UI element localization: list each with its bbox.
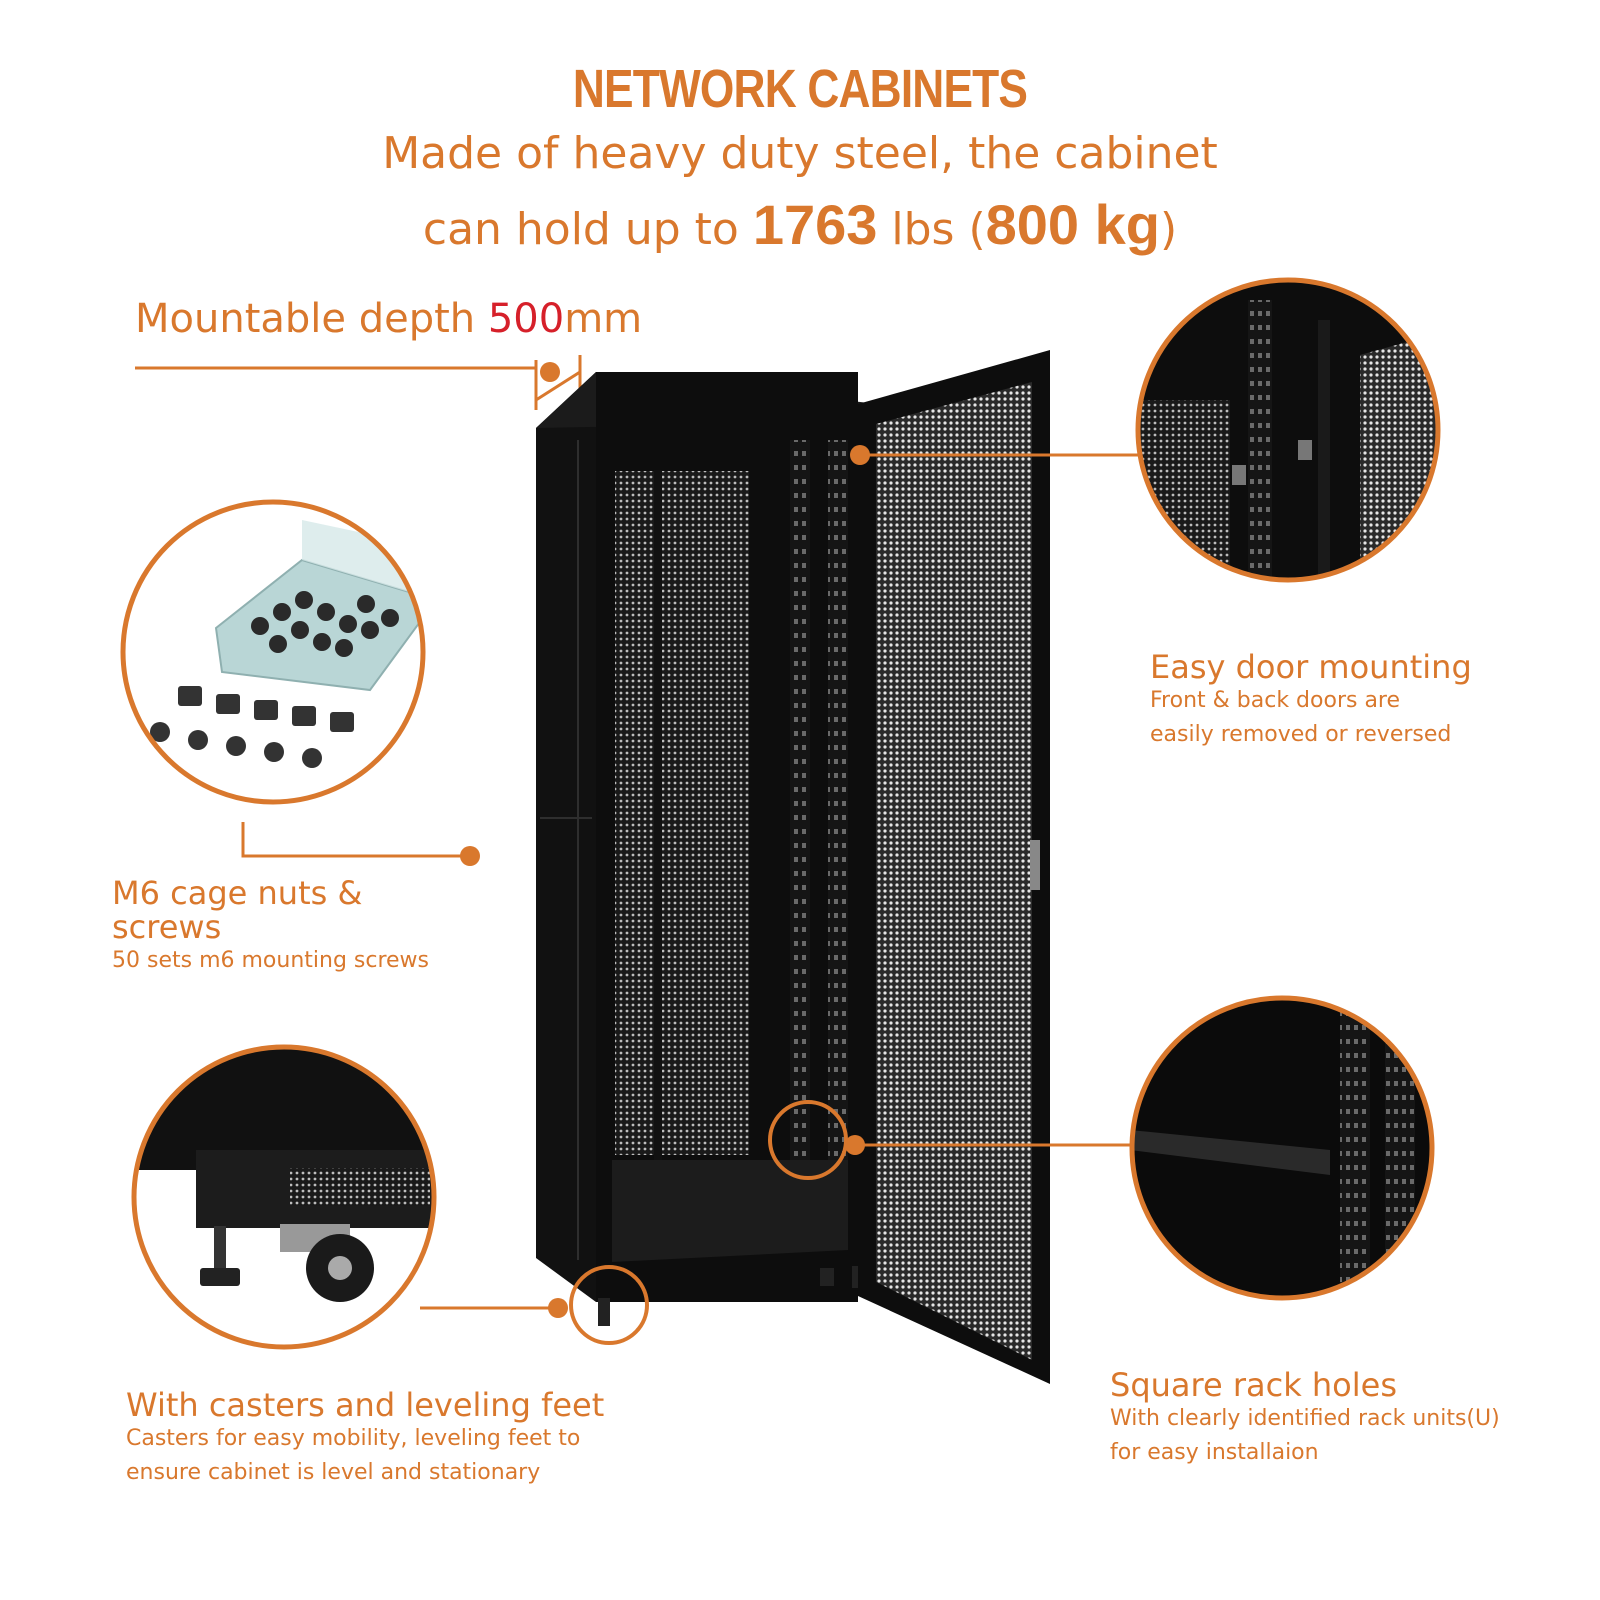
callout-lines <box>241 445 1140 1345</box>
rack-holes-desc-line-2: for easy installaion <box>1110 1440 1319 1465</box>
casters-zoom <box>131 1044 437 1350</box>
cage-nuts-desc: 50 sets m6 mounting screws <box>112 948 430 973</box>
feature-rack-holes: Square rack holes With clearly identifie… <box>1110 1368 1500 1470</box>
door-desc-line-1: Front & back doors are <box>1150 688 1401 713</box>
cabinet-body <box>536 372 878 1326</box>
depth-value: 500 <box>487 296 565 342</box>
capacity-prefix: can hold up to <box>422 204 753 255</box>
capacity-lbs-unit: lbs ( <box>877 204 986 255</box>
rack-holes-zoom <box>1129 995 1435 1301</box>
page-title: NETWORK CABINETS <box>572 59 1028 119</box>
depth-unit: mm <box>564 296 643 342</box>
casters-heading: With casters and leveling feet <box>126 1386 605 1424</box>
door-hinge-zoom <box>1135 277 1441 583</box>
rack-holes-desc-line-1: With clearly identified rack units(U) <box>1110 1406 1500 1431</box>
depth-prefix: Mountable depth <box>135 296 488 342</box>
cage-nuts-heading-line-1: M6 cage nuts & <box>112 874 363 912</box>
depth-label: Mountable depth 500mm <box>135 296 642 342</box>
capacity-lbs-value: 1763 <box>752 193 878 256</box>
subtitle-line-1: Made of heavy duty steel, the cabinet <box>382 128 1218 179</box>
feature-casters: With casters and leveling feet Casters f… <box>126 1388 604 1490</box>
capacity-kg-value: 800 kg <box>985 193 1160 256</box>
rack-holes-heading: Square rack holes <box>1110 1366 1397 1404</box>
door-heading: Easy door mounting <box>1150 648 1472 686</box>
casters-desc-line-2: ensure cabinet is level and stationary <box>126 1460 541 1485</box>
cage-nuts-zoom <box>120 499 426 805</box>
cage-nuts-heading-line-2: screws <box>112 908 222 946</box>
feature-door: Easy door mounting Front & back doors ar… <box>1150 650 1472 752</box>
door-desc-line-2: easily removed or reversed <box>1150 722 1452 747</box>
subtitle-line-2: can hold up to 1763 lbs (800 kg) <box>0 192 1600 257</box>
capacity-suffix: ) <box>1159 204 1178 255</box>
front-door <box>858 350 1050 1384</box>
casters-desc-line-1: Casters for easy mobility, leveling feet… <box>126 1426 581 1451</box>
depth-dimension <box>135 355 582 410</box>
feature-cage-nuts: M6 cage nuts & screws 50 sets m6 mountin… <box>112 876 429 978</box>
